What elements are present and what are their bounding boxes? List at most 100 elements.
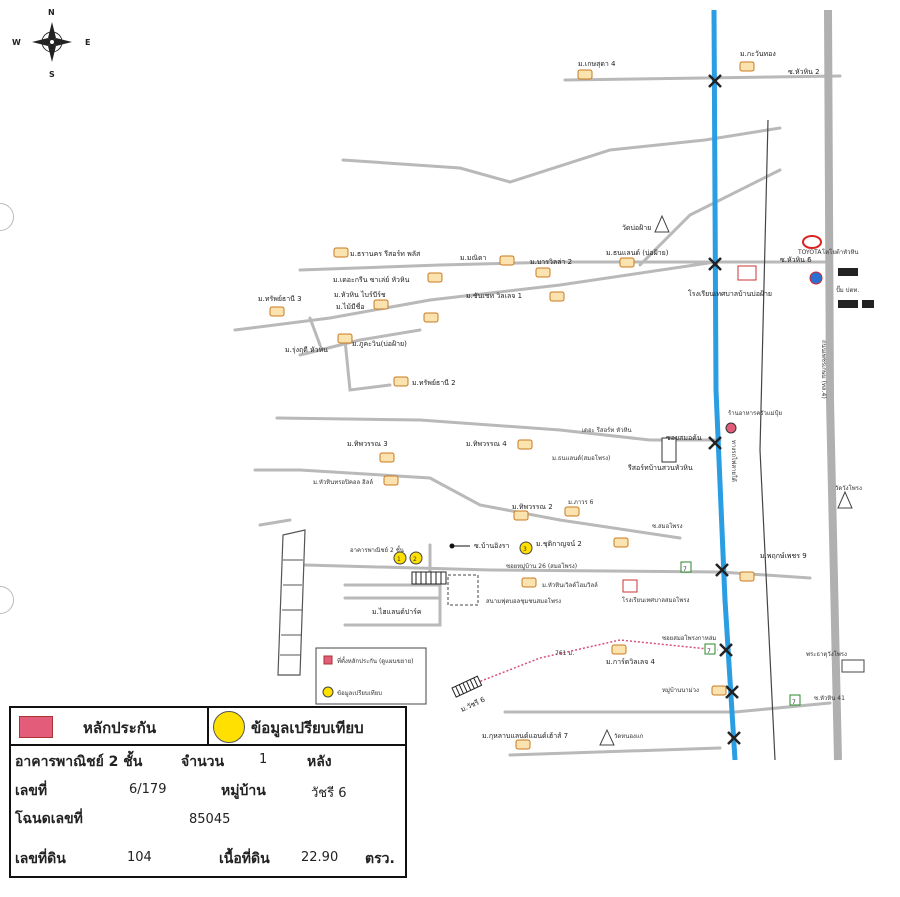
place-label: ม.ภูคะวิน(บ่อฝ้าย) — [352, 340, 407, 348]
svg-text:1: 1 — [397, 556, 401, 563]
road-label: ซ.หัวหิน 6 — [780, 256, 812, 264]
place-label: ม.ไฮแลนด์ปาร์ค — [372, 607, 422, 616]
place-label: เดอะ รีสอร์ท หัวหิน — [582, 426, 632, 434]
place-label: พระธาตุวังโพรง — [806, 650, 847, 658]
temple-icon — [841, 659, 865, 673]
comparable-swatch — [213, 711, 245, 743]
place-label: หมู่บ้านนาม่วง — [662, 687, 699, 694]
area-label: เนื้อที่ดิน — [219, 851, 270, 867]
road-label: ซอยหมู่บ้าน 26 (สมอโพรง) — [506, 562, 577, 570]
place-label: ม.หัวหินเวิลด์โฮมวิลล์ — [542, 581, 598, 589]
place-label: โรงเรียนเทศบาลสมอโพรง — [622, 596, 690, 604]
place-label: ม.รุ่งฤดี หัวหิน — [285, 346, 328, 354]
compass-n: N — [48, 8, 55, 17]
collateral-swatch — [19, 716, 53, 738]
svg-text:2: 2 — [413, 556, 417, 563]
housing-block — [277, 529, 306, 676]
place-label: ม.ธรานคร รีสอร์ท พลัส — [350, 250, 421, 258]
comparable-markers: 1 2 3 — [393, 541, 533, 565]
subject-building-label: อาคารพาณิชย์ 2 ชั้น — [350, 544, 404, 554]
place-label: ม.ธนแลนด์ (บ่อฝ้าย) — [606, 249, 669, 257]
property-info-box: หลักประกัน ข้อมูลเปรียบเทียบ อาคารพาณิชย… — [9, 706, 407, 878]
place-label: โตโยต้าหัวหิน — [822, 248, 859, 256]
map-legend: ที่ตั้งหลักประกัน (ดูแผนขยาย) ข้อมูลเปรี… — [315, 647, 427, 705]
place-label: ม.ทิพวรรณ 4 — [466, 440, 507, 448]
place-label: ม.เดอะกรีน ซาเล่ย์ หัวหิน — [333, 276, 410, 284]
place-label: โรงเรียนเทศบาลบ้านบ่อฝ้าย — [688, 289, 772, 298]
compass-s: S — [49, 70, 55, 79]
place-label: ร้านอาหารครัวแม่ปุ้ย — [728, 410, 782, 417]
ptt-logo-icon — [809, 271, 823, 285]
svg-text:7: 7 — [707, 648, 711, 655]
subject-building-hatch — [411, 571, 483, 698]
place-label: ม.การ์ดวิลเลจ 4 — [606, 658, 656, 666]
route-line — [457, 639, 719, 691]
place-label: ม.เกษสุดา 4 — [578, 60, 616, 68]
village-house-icons — [269, 61, 755, 750]
area-unit: ตรว. — [365, 851, 395, 867]
toyota-logo-icon — [802, 235, 822, 249]
legend-comparable-label: ข้อมูลเปรียบเทียบ — [251, 719, 364, 737]
football-field — [447, 574, 479, 606]
resort-icon — [661, 437, 677, 463]
route-distance: 761 ม. — [555, 650, 574, 657]
place-label: ม.ไม้มีชื่อ — [336, 302, 365, 311]
building-type: อาคารพาณิชย์ 2 ชั้น — [15, 754, 143, 770]
deed-no: 85045 — [189, 812, 231, 827]
toyota-label: TOYOTA — [797, 249, 822, 256]
road-label: ซ.หัวหิน 41 — [814, 695, 845, 702]
place-label: วัดหนองแก — [614, 733, 644, 740]
place-label: ซอยสมอค้น — [666, 434, 702, 442]
place-label: ม.ทรัพย์ธานี 3 — [258, 295, 302, 303]
school-icon — [737, 265, 757, 281]
place-label: ม.ทรัพย์ธานี 2 — [412, 379, 456, 387]
info-legend: หลักประกัน ข้อมูลเปรียบเทียบ — [11, 708, 405, 746]
railway — [711, 9, 738, 761]
building-block-icons — [838, 268, 874, 308]
svg-text:7: 7 — [683, 566, 687, 573]
place-label: ม.กุหลาบแลนด์แอนด์เฮ้าส์ 7 — [482, 732, 568, 740]
place-label: ม.หัวหิน ไบร์บีร์ช — [334, 290, 386, 299]
house-no: 6/179 — [129, 782, 167, 797]
seven-eleven-icon: 7 7 7 — [680, 561, 801, 706]
place-label: ม.วัชรี 6 — [459, 695, 486, 713]
land-no: 104 — [127, 850, 152, 865]
highway-label: ถนนเพชรเกษม (ทล.4) — [820, 340, 827, 399]
count-label: จำนวน — [181, 754, 225, 770]
village-label: หมู่บ้าน — [221, 783, 266, 799]
place-label: ปั๊ม ปตท. — [836, 285, 859, 294]
place-label: ม.กะวันทอง — [740, 50, 776, 58]
road-label: ซ.สมอโพรง — [652, 522, 683, 530]
compass-rose-icon: N S E W — [12, 8, 90, 79]
place-label: ม.บารวิลล่า 2 — [530, 258, 572, 266]
place-label: ม.หัวหินทรอปิคอล ฮิลล์ — [313, 478, 373, 486]
temple-icon — [654, 214, 670, 233]
place-label: ม.ธนแลนด์(สมอโพรง) — [552, 454, 610, 462]
temple-icon — [837, 490, 853, 509]
school-icon — [622, 579, 638, 593]
road-label: ซอยสมอโพรงกาหล่ม — [662, 634, 716, 642]
legend-comparable: ข้อมูลเปรียบเทียบ — [337, 689, 382, 697]
info-body: อาคารพาณิชย์ 2 ชั้น จำนวน 1 หลัง เลขที่ … — [11, 744, 405, 876]
road-network — [233, 74, 842, 757]
place-label: ม.ทิพวรรณ 2 — [512, 503, 553, 511]
place-label: ม.มณิดา — [460, 254, 486, 262]
compass-w: W — [12, 38, 21, 47]
road-label: ซ.บ้านอิงรา — [474, 542, 510, 550]
legend-collateral-label: หลักประกัน — [83, 719, 157, 737]
count-value: 1 — [259, 752, 268, 767]
railway-crossings — [708, 74, 741, 745]
railway-label: ทางรถไฟสายใต้ — [730, 440, 738, 482]
place-label: สนามฟุตบอลชุมชนสมอโพรง — [486, 597, 561, 605]
temple-icon — [599, 728, 615, 746]
area-value: 22.90 — [301, 850, 339, 865]
legend-collateral: ที่ตั้งหลักประกัน (ดูแผนขยาย) — [337, 655, 414, 665]
place-label: วัดวังโพรง — [835, 484, 862, 492]
place-label: รีสอร์ทบ้านสวนหัวหิน — [628, 464, 693, 472]
place-label: ม.ชุติกาญจน์ 2 — [536, 540, 582, 548]
place-label: ม.ชันเชท วิลเลจ 1 — [466, 292, 522, 300]
village-value: วัชรี 6 — [311, 786, 347, 801]
restaurant-icon — [725, 422, 737, 434]
unit-label: หลัง — [307, 754, 332, 770]
